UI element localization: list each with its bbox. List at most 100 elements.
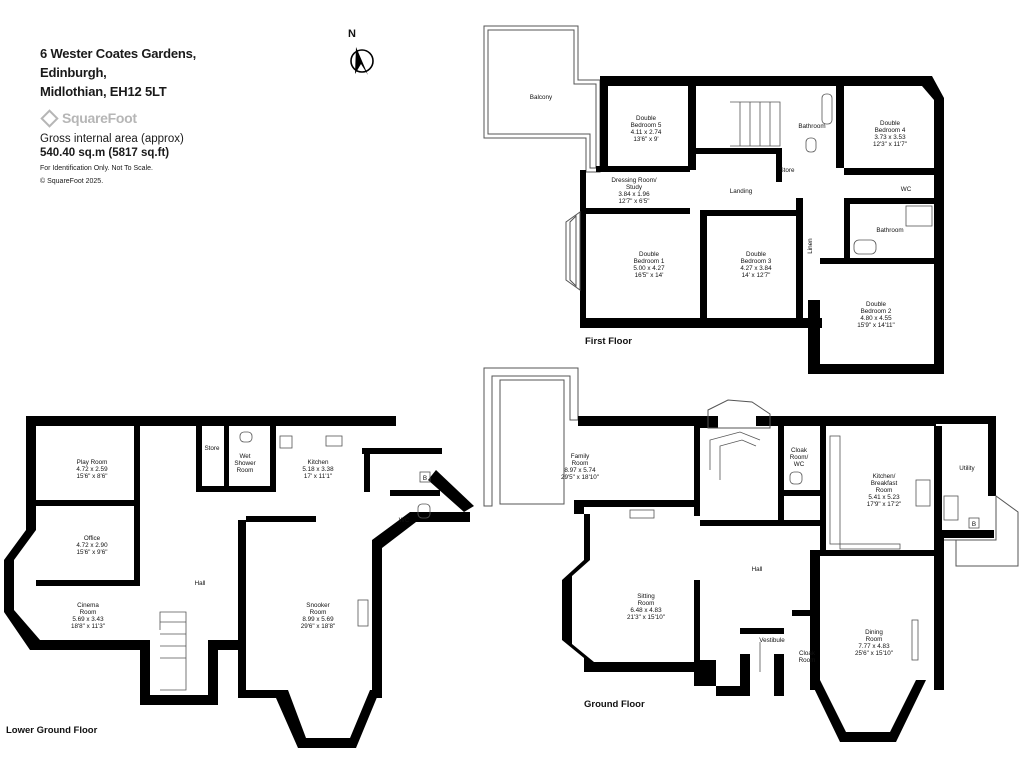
svg-text:Dining: Dining [865, 629, 883, 636]
svg-text:Store: Store [204, 445, 220, 452]
room-label-bathroom-lower: Bathroom [876, 227, 903, 234]
svg-text:Family: Family [571, 453, 590, 460]
room-label-wet-shower-room: Wet Shower Room [234, 453, 255, 474]
svg-text:Bedroom 3: Bedroom 3 [741, 258, 772, 265]
room-label-cloak-room: Cloak Room [799, 650, 816, 664]
compass-label: N [348, 28, 356, 40]
room-label-office: Office 4.72 x 2.90 15'6" x 9'6" [76, 535, 108, 556]
svg-text:29'6" x 18'8": 29'6" x 18'8" [301, 623, 336, 630]
svg-text:Double: Double [880, 120, 900, 127]
svg-text:Shower: Shower [234, 460, 255, 467]
room-label-double-bedroom-1: Double Bedroom 1 5.00 x 4.27 16'5" x 14' [633, 251, 665, 279]
svg-text:Double: Double [636, 115, 656, 122]
svg-text:WC: WC [794, 461, 805, 468]
room-label-store-first: Store [779, 167, 795, 174]
floor-label-ground: Ground Floor [584, 699, 645, 710]
ground-floor-fixtures [629, 431, 959, 672]
svg-text:WC: WC [901, 186, 912, 193]
svg-text:Room: Room [866, 636, 883, 643]
first-top-wall [600, 76, 836, 86]
svg-text:Room: Room [638, 600, 655, 607]
room-label-double-bedroom-5: Double Bedroom 5 4.11 x 2.74 13'6" x 9' [631, 115, 662, 143]
room-label-cinema-room: Cinema Room 5.69 x 3.43 18'8" x 11'3" [71, 602, 105, 630]
lower-ground-floor-plan: Play Room 4.72 x 2.59 15'6" x 8'6" Offic… [4, 416, 474, 748]
boiler-marker-lower: B [419, 471, 431, 483]
svg-text:17' x 11'1": 17' x 11'1" [304, 473, 332, 480]
svg-text:8.99 x 5.69: 8.99 x 5.69 [302, 616, 334, 623]
brand-logo: SquareFoot [40, 108, 340, 128]
svg-text:18'8" x 11'3": 18'8" x 11'3" [71, 623, 105, 630]
svg-text:Double: Double [866, 301, 886, 308]
room-label-snooker-room: Snooker Room 8.99 x 5.69 29'6" x 18'8" [301, 602, 336, 630]
room-label-dining-room: Dining Room 7.77 x 4.83 25'6" x 15'10" [855, 629, 893, 657]
svg-text:Bedroom 2: Bedroom 2 [861, 308, 892, 315]
room-label-utility: Utility [959, 465, 975, 472]
svg-text:Breakfast: Breakfast [871, 480, 898, 487]
svg-text:Double: Double [639, 251, 659, 258]
svg-text:3.84 x 1.96: 3.84 x 1.96 [618, 191, 650, 198]
svg-text:3.73 x 3.53: 3.73 x 3.53 [874, 134, 906, 141]
svg-text:Utility: Utility [959, 465, 975, 472]
svg-text:Cinema: Cinema [77, 602, 99, 609]
room-label-balcony: Balcony [530, 94, 553, 101]
svg-text:Landing: Landing [730, 188, 753, 195]
svg-text:Room: Room [572, 460, 589, 467]
svg-text:7.77 x 4.83: 7.77 x 4.83 [858, 643, 890, 650]
ground-floor-plan: Family Room 8.97 x 5.74 29'5" x 18'10" C… [483, 367, 1019, 742]
svg-text:16'5" x 14': 16'5" x 14' [635, 272, 664, 279]
room-label-double-bedroom-4: Double Bedroom 4 3.73 x 3.53 12'3" x 11'… [873, 120, 907, 148]
svg-text:Office: Office [84, 535, 101, 542]
room-label-double-bedroom-3: Double Bedroom 3 4.27 x 3.84 14' x 12'7" [740, 251, 772, 279]
svg-text:Room: Room [876, 487, 893, 494]
svg-text:B: B [972, 521, 976, 528]
room-label-wc-first: WC [901, 186, 912, 193]
svg-text:Room: Room [310, 609, 327, 616]
room-label-play-room: Play Room 4.72 x 2.59 15'6" x 8'6" [76, 459, 108, 480]
boiler-marker-ground: B [968, 517, 980, 529]
svg-text:Balcony: Balcony [530, 94, 553, 101]
svg-text:Double: Double [746, 251, 766, 258]
svg-text:29'5" x 18'10": 29'5" x 18'10" [561, 474, 599, 481]
room-label-family-room: Family Room 8.97 x 5.74 29'5" x 18'10" [561, 453, 599, 481]
gross-area-label: Gross internal area (approx) [40, 133, 184, 145]
room-label-vestibule: Vestibule [759, 637, 785, 644]
room-label-wc-lower: WC [399, 517, 410, 524]
svg-text:Hall: Hall [752, 566, 763, 573]
room-label-dressing-room-study: Dressing Room/ Study 3.84 x 1.96 12'7" x… [611, 177, 656, 205]
svg-text:Bedroom 1: Bedroom 1 [634, 258, 665, 265]
svg-text:Linen: Linen [807, 238, 814, 254]
floor-label-first: First Floor [585, 336, 632, 347]
svg-text:Play Room: Play Room [77, 459, 108, 466]
svg-text:6.48 x 4.83: 6.48 x 4.83 [630, 607, 662, 614]
svg-text:Study: Study [626, 184, 643, 191]
svg-text:4.72 x 2.59: 4.72 x 2.59 [76, 466, 108, 473]
disclaimer-note: For Identification Only. Not To Scale. [40, 165, 153, 172]
room-label-landing: Landing [730, 188, 753, 195]
room-label-kitchen-lower: Kitchen 5.18 x 3.38 17' x 11'1" [302, 459, 334, 480]
north-arrow-icon: N [348, 28, 374, 75]
svg-text:21'3" x 15'10": 21'3" x 15'10" [627, 614, 665, 621]
room-label-bathroom-upper: Bathroom [798, 123, 825, 130]
svg-text:4.11 x 2.74: 4.11 x 2.74 [631, 129, 662, 136]
room-label-double-bedroom-2: Double Bedroom 2 4.80 x 4.55 15'9" x 14'… [857, 301, 895, 329]
svg-text:5.69 x 3.43: 5.69 x 3.43 [72, 616, 104, 623]
svg-text:Vestibule: Vestibule [759, 637, 785, 644]
address-line-3: Midlothian, EH12 5LT [40, 84, 167, 99]
svg-text:12'7" x 6'5": 12'7" x 6'5" [618, 198, 649, 205]
svg-text:Kitchen/: Kitchen/ [873, 473, 896, 480]
svg-text:4.72 x 2.90: 4.72 x 2.90 [76, 542, 108, 549]
svg-text:15'9" x 14'11": 15'9" x 14'11" [857, 322, 895, 329]
copyright-note: © SquareFoot 2025. [40, 178, 104, 185]
svg-text:5.41 x 5.23: 5.41 x 5.23 [868, 494, 900, 501]
svg-text:Bedroom 5: Bedroom 5 [631, 122, 662, 129]
room-label-hall-ground: Hall [752, 566, 763, 573]
svg-text:17'9" x 17'2": 17'9" x 17'2" [867, 501, 902, 508]
room-label-store-lower: Store [204, 445, 220, 452]
svg-text:4.80 x 4.55: 4.80 x 4.55 [860, 315, 892, 322]
svg-text:Snooker: Snooker [306, 602, 329, 609]
svg-text:Bathroom: Bathroom [876, 227, 903, 234]
svg-text:14' x 12'7": 14' x 12'7" [742, 272, 771, 279]
room-label-cloak-room-wc: Cloak Room/ WC [790, 447, 809, 468]
svg-text:8.97 x 5.74: 8.97 x 5.74 [564, 467, 596, 474]
first-floor-plan: Balcony Double Bedroom 5 4.11 x 2.74 13'… [483, 25, 944, 374]
